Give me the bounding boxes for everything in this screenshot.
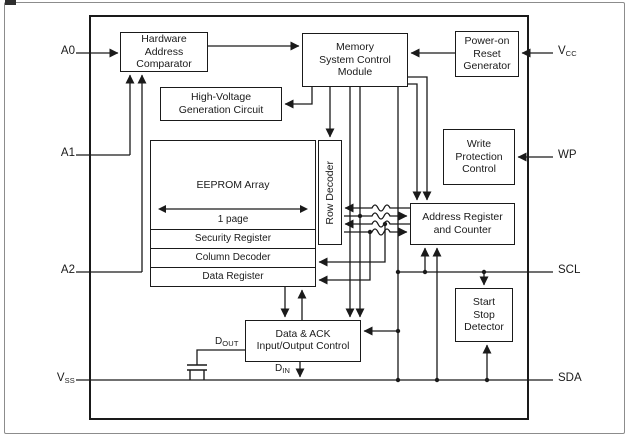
pin-label: WP — [558, 149, 577, 161]
block-data-register: Data Register — [151, 267, 315, 286]
block-label: High-Voltage Generation Circuit — [178, 91, 264, 116]
pin-label: A2 — [60, 264, 75, 276]
pin-label: V — [558, 45, 566, 57]
block-power-on-reset-generator: Power-on Reset Generator — [455, 31, 519, 77]
pin-sub: CC — [565, 49, 577, 58]
pin-vss: VSS — [40, 372, 76, 385]
page-border — [4, 2, 625, 434]
pin-a1: A1 — [44, 147, 76, 160]
pin-a2: A2 — [44, 264, 76, 277]
block-label: Row Decoder — [323, 160, 336, 225]
pin-a0: A0 — [44, 45, 76, 58]
block-label: Start Stop Detector — [464, 296, 504, 334]
signal-label: D — [215, 336, 223, 347]
bus-wavy-lines — [344, 203, 410, 237]
block-label: Address Register and Counter — [422, 211, 503, 236]
block-label: Data Register — [202, 271, 264, 282]
pin-label: SDA — [558, 372, 582, 384]
block-memory-system-control-module: Memory System Control Module — [302, 33, 408, 87]
block-label: Hardware Address Comparator — [136, 33, 192, 71]
block-eeprom-array: EEPROM Array 1 page — [151, 141, 315, 229]
pin-label: V — [56, 372, 65, 384]
pin-label: SCL — [558, 264, 581, 276]
page-width-arrow-icon — [158, 205, 308, 213]
block-label: Column Decoder — [195, 252, 271, 263]
block-column-decoder: Column Decoder — [151, 248, 315, 267]
arrow-wires — [75, 41, 553, 380]
block-hardware-address-comparator: Hardware Address Comparator — [120, 32, 208, 72]
mosfet-transistor-symbol — [187, 364, 207, 380]
corner-mark — [5, 0, 16, 5]
pin-sub: SS — [64, 376, 75, 385]
pin-label: A0 — [60, 45, 75, 57]
pin-scl: SCL — [557, 264, 599, 277]
pin-sda: SDA — [557, 372, 599, 385]
block-start-stop-detector: Start Stop Detector — [455, 288, 513, 342]
block-label: Power-on Reset Generator — [463, 35, 511, 73]
block-label: Memory System Control Module — [319, 41, 391, 79]
block-data-ack-io-control: Data & ACK Input/Output Control — [245, 320, 361, 362]
chip-boundary — [89, 15, 529, 420]
block-row-decoder: Row Decoder — [318, 140, 342, 245]
pin-wp: WP — [557, 149, 599, 162]
block-label: Security Register — [194, 233, 272, 244]
junction-dots — [347, 205, 490, 383]
signal-sub: IN — [282, 366, 291, 375]
block-eeprom-stack: EEPROM Array 1 page Security Register Co… — [150, 140, 316, 287]
signal-sub: OUT — [222, 339, 239, 348]
block-label: EEPROM Array — [196, 179, 270, 192]
dout-signal-label: DOUT — [214, 336, 240, 348]
block-label: Data & ACK Input/Output Control — [256, 328, 350, 352]
din-signal-label: DIN — [274, 363, 292, 375]
block-write-protection-control: Write Protection Control — [443, 129, 515, 185]
block-security-register: Security Register — [151, 229, 315, 248]
pin-vcc: VCC — [557, 45, 599, 58]
block-address-register-and-counter: Address Register and Counter — [410, 203, 515, 245]
pin-label: A1 — [60, 147, 75, 159]
signal-label: D — [275, 363, 283, 374]
page-size-label: 1 page — [217, 214, 249, 225]
block-label: Write Protection Control — [455, 138, 503, 176]
block-high-voltage-generation-circuit: High-Voltage Generation Circuit — [160, 87, 282, 121]
